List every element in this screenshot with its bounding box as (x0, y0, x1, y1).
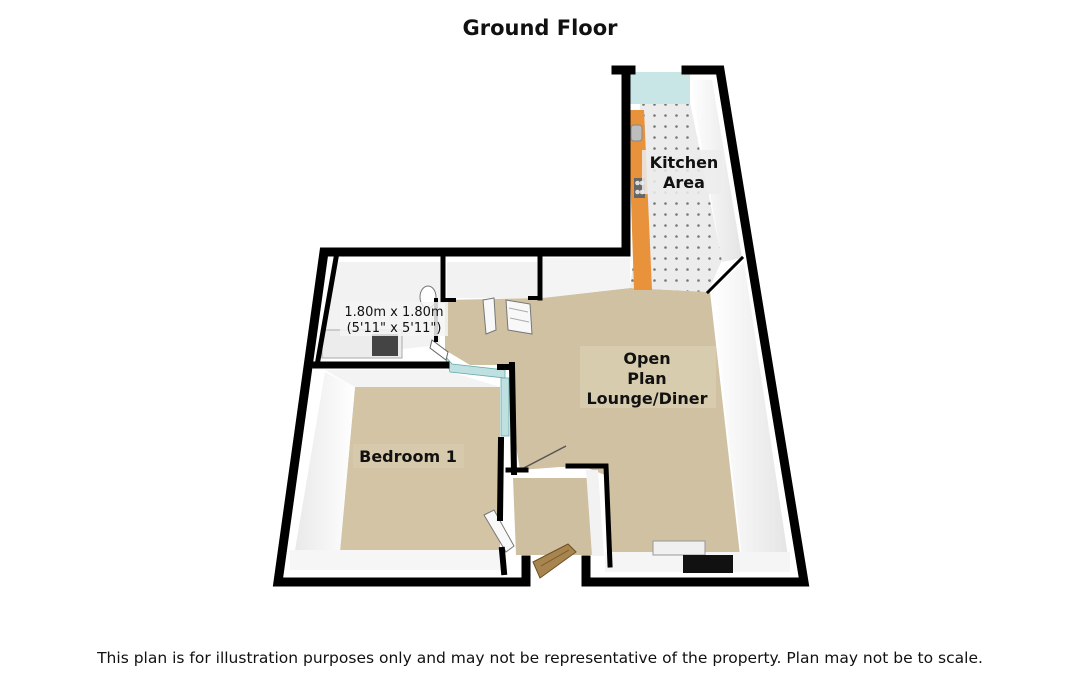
bathroom-door (429, 339, 449, 361)
sink-icon (630, 124, 643, 142)
bedroom-door (483, 509, 515, 553)
glass-partition (444, 355, 506, 379)
kitchen-floor (630, 102, 722, 292)
cupboard-door-right (505, 299, 533, 335)
lounge-label-line3: Lounge/Diner (586, 389, 707, 408)
radiator (652, 540, 706, 556)
hall-wall-face (586, 470, 604, 556)
bathroom-dim-imperial: (5'11" x 5'11") (347, 321, 442, 336)
floor-title: Ground Floor (462, 16, 618, 40)
hall-floor (513, 478, 596, 555)
bedroom-label: Bedroom 1 (359, 447, 457, 466)
bathroom-dim-metric: 1.80m x 1.80m (344, 305, 443, 320)
cupboard-1 (447, 262, 537, 298)
glass-screen (500, 377, 510, 437)
bedroom-floor (340, 387, 500, 550)
hall-door-swing (519, 445, 567, 471)
lounge-right-wall-face (712, 262, 790, 570)
hob-icon (634, 178, 645, 198)
bedroom-bottom-wall-face (290, 550, 502, 570)
bath-tap (372, 334, 398, 356)
lounge-label-line2: Plan (627, 369, 666, 388)
bedroom-top-wall-face (325, 370, 500, 387)
bedroom-left-wall-face (292, 372, 355, 568)
walls (272, 65, 810, 587)
kitchen-label-line1: Kitchen (650, 153, 719, 172)
kitchen-label-line2: Area (663, 173, 705, 192)
lounge-label-line1: Open (623, 349, 670, 368)
cupboard-2 (543, 258, 630, 298)
disclaimer-text: This plan is for illustration purposes o… (97, 649, 983, 667)
cupboard-door-left (482, 297, 497, 335)
fireplace (683, 555, 733, 573)
kitchen-window (627, 72, 690, 104)
